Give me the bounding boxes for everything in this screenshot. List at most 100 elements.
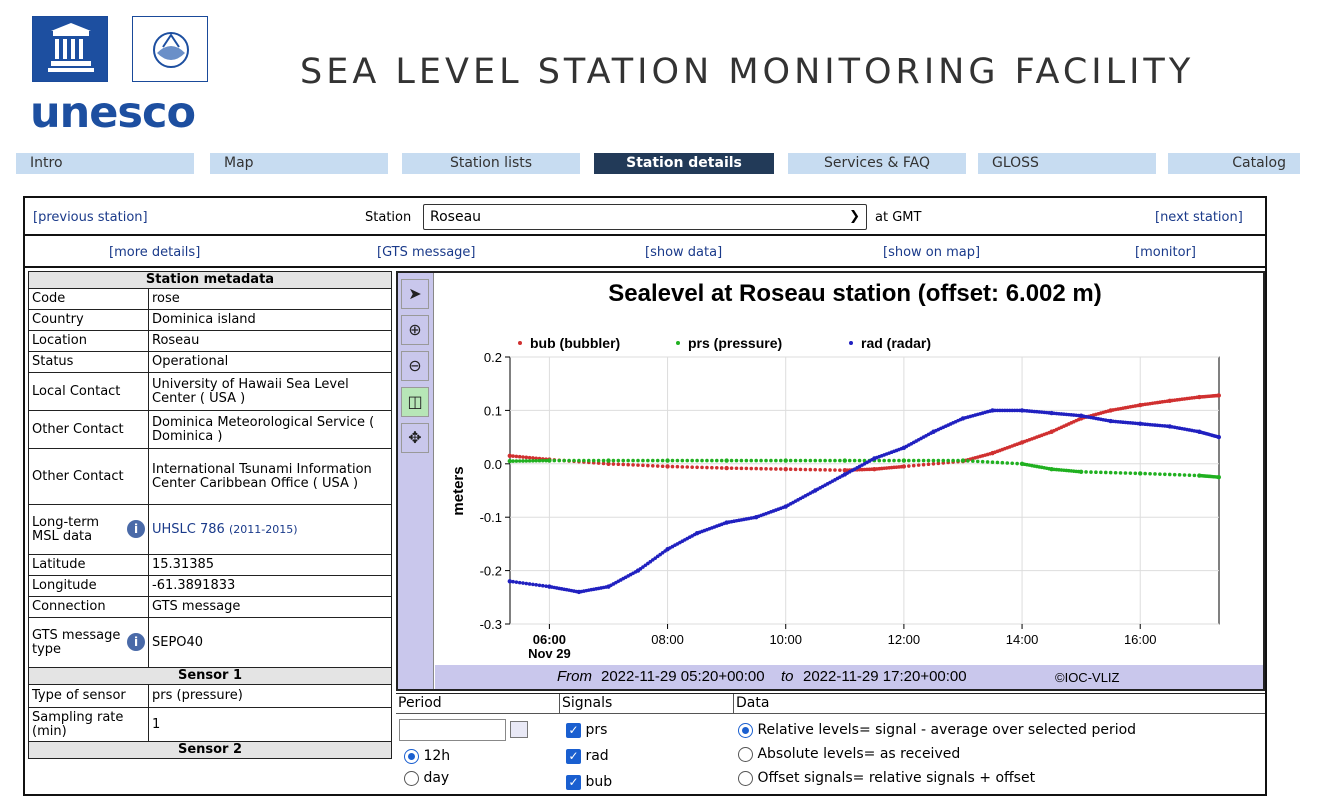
interpolated-point: [586, 458, 591, 463]
interpolated-point: [655, 464, 660, 468]
tab-station-details[interactable]: Station details: [594, 153, 774, 174]
interpolated-point: [759, 458, 763, 463]
meta-key: Sampling rate (min): [28, 707, 149, 742]
signal-prs[interactable]: ✓ prs: [566, 722, 607, 738]
meta-key: Latitude: [28, 554, 149, 576]
y-axis: 0.20.10.0-0.1-0.2-0.3: [480, 350, 510, 632]
meta-key-label: Long-term MSL data: [32, 514, 100, 544]
interpolated-point: [1113, 470, 1118, 475]
x-tick-label: 12:00: [888, 632, 921, 647]
interpolated-point: [521, 455, 525, 459]
interpolated-point: [695, 458, 699, 463]
interpolated-point: [1158, 472, 1162, 476]
pointer-tool-icon[interactable]: ➤: [401, 279, 429, 309]
calendar-icon[interactable]: [510, 721, 528, 738]
uhslc-link[interactable]: UHSLC 786: [152, 521, 225, 537]
tab-services-faq[interactable]: Services & FAQ: [788, 153, 966, 174]
radio-12h[interactable]: [404, 748, 419, 764]
period-option-day[interactable]: day: [404, 770, 449, 786]
tab-map[interactable]: Map: [210, 153, 388, 174]
show-on-map-link[interactable]: [show on map]: [883, 245, 981, 260]
interpolated-point: [1094, 470, 1098, 475]
radio-offset[interactable]: [738, 770, 753, 786]
data-option-relative[interactable]: Relative levels= signal - average over s…: [738, 722, 1136, 738]
interpolated-point: [759, 466, 763, 471]
zoom-x-icon[interactable]: ◫: [401, 387, 429, 417]
data-point: [665, 464, 670, 469]
zoom-in-icon[interactable]: ⊕: [401, 315, 429, 345]
data-option-offset[interactable]: Offset signals= relative signals + offse…: [738, 770, 1035, 786]
station-links: [more details] [GTS message] [show data]…: [25, 236, 1265, 268]
meta-value: GTS message: [148, 596, 392, 618]
interpolated-point: [739, 458, 744, 463]
meta-value: Roseau: [148, 330, 392, 352]
data-point: [1216, 474, 1222, 480]
y-tick-label: 0.2: [484, 350, 502, 365]
checkbox-prs[interactable]: ✓: [566, 722, 581, 738]
radio-day[interactable]: [404, 770, 419, 786]
signal-rad[interactable]: ✓ rad: [566, 748, 609, 764]
interpolated-point: [705, 465, 709, 470]
period-header: Period: [396, 694, 560, 714]
signal-bub[interactable]: ✓ bub: [566, 774, 612, 790]
next-station-link[interactable]: [next station]: [1155, 210, 1243, 225]
period-date-input[interactable]: [399, 719, 506, 741]
interpolated-point: [818, 467, 822, 472]
meta-key: i Long-term MSL data: [28, 504, 149, 555]
tab-catalog[interactable]: Catalog: [1168, 153, 1300, 174]
interpolated-point: [517, 459, 522, 463]
info-icon[interactable]: i: [127, 632, 145, 651]
interpolated-point: [521, 581, 525, 585]
interpolated-point: [621, 462, 626, 467]
interpolated-point: [1012, 408, 1017, 413]
interpolated-point: [596, 461, 601, 465]
tab-intro[interactable]: Intro: [16, 153, 194, 174]
period-option-12h[interactable]: 12h: [404, 748, 450, 764]
interpolated-point: [626, 458, 630, 463]
interpolated-point: [675, 464, 680, 469]
data-option-label: Offset signals= relative signals + offse…: [757, 770, 1036, 786]
unesco-logo: unesco: [28, 16, 218, 138]
interpolated-point: [540, 458, 545, 463]
zoom-xy-icon[interactable]: ✥: [401, 423, 429, 453]
interpolated-point: [670, 458, 675, 463]
station-details-frame: [previous station] Station Roseau ❯ at G…: [23, 196, 1267, 796]
radio-absolute[interactable]: [738, 746, 753, 762]
show-data-link[interactable]: [show data]: [645, 245, 723, 260]
meta-key: Other Contact: [28, 448, 149, 505]
interpolated-point: [838, 458, 842, 463]
interpolated-point: [793, 458, 798, 463]
y-tick-label: -0.1: [480, 510, 502, 525]
chart-legend: bub (bubbler)prs (pressure)rad (radar): [518, 335, 931, 351]
interpolated-point: [660, 458, 665, 463]
interpolated-point: [534, 458, 538, 463]
tab-station-lists[interactable]: Station lists: [402, 153, 580, 174]
data-option-absolute[interactable]: Absolute levels= as received: [738, 746, 960, 762]
legend-marker: [849, 341, 853, 345]
interpolated-point: [749, 466, 754, 471]
interpolated-point: [1148, 471, 1152, 476]
data-header: Data: [734, 694, 1265, 714]
data-point: [960, 458, 966, 463]
data-point: [724, 458, 729, 463]
x-tick-label: 08:00: [651, 632, 684, 647]
radio-relative[interactable]: [738, 722, 753, 738]
station-select[interactable]: Roseau ❯: [423, 204, 867, 230]
monitor-link[interactable]: [monitor]: [1135, 245, 1197, 260]
gts-message-link[interactable]: [GTS message]: [377, 245, 476, 260]
more-details-link[interactable]: [more details]: [109, 245, 201, 260]
zoom-out-icon[interactable]: ⊖: [401, 351, 429, 381]
interpolated-point: [907, 464, 911, 468]
interpolated-point: [1192, 473, 1197, 478]
previous-station-link[interactable]: [previous station]: [33, 210, 148, 225]
gmt-label: at GMT: [875, 210, 922, 225]
from-word: From: [557, 668, 592, 685]
checkbox-rad[interactable]: ✓: [566, 748, 581, 764]
interpolated-point: [514, 459, 519, 463]
checkbox-bub[interactable]: ✓: [566, 774, 581, 790]
interpolated-point: [892, 458, 896, 463]
info-icon[interactable]: i: [127, 519, 145, 538]
tab-gloss[interactable]: GLOSS: [978, 153, 1156, 174]
sealevel-chart: Sealevel at Roseau station (offset: 6.00…: [450, 280, 1222, 661]
interpolated-point: [646, 458, 650, 463]
